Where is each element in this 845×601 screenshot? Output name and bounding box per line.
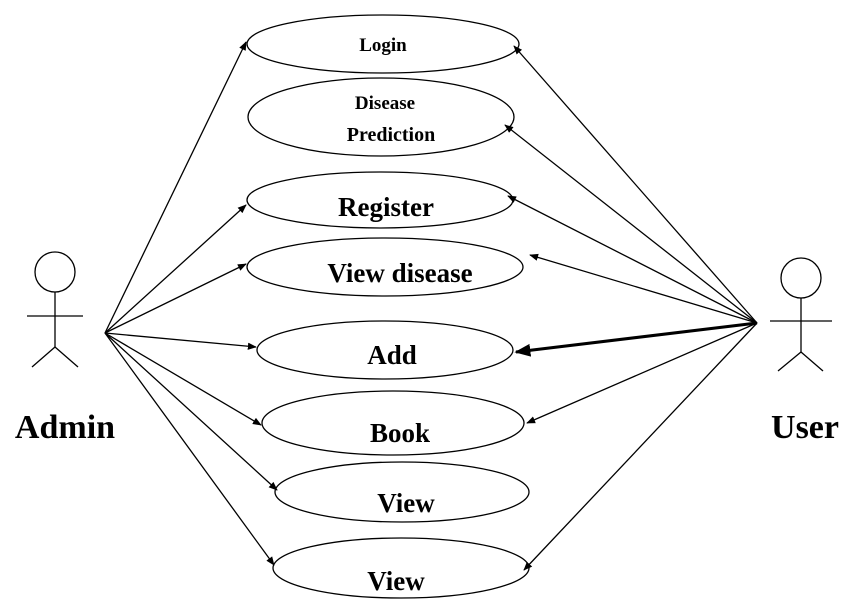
use-case-add-ellipse: [256, 320, 514, 380]
user-to-login-arrow: [513, 45, 758, 324]
use-case-disease-prediction-ellipse: [247, 77, 515, 157]
use-case-view-2: View: [272, 537, 530, 599]
admin-head: [34, 251, 76, 293]
user-to-add-arrow: [514, 321, 758, 357]
user-leg-right: [800, 351, 824, 372]
use-case-view-1: View: [274, 461, 530, 523]
use-case-register-label: Register: [338, 192, 434, 222]
use-case-view-1-label: View: [377, 488, 435, 518]
admin-to-login-arrow: [104, 41, 247, 334]
use-case-book-label: Book: [370, 418, 430, 448]
user-label: User: [771, 409, 839, 446]
use-case-add-label: Add: [367, 340, 417, 370]
use-case-disease-prediction: Disease Prediction: [247, 77, 515, 157]
admin-to-view-1-arrow: [104, 332, 278, 491]
admin-to-add-arrow: [104, 332, 257, 350]
admin-leg-right: [54, 346, 79, 368]
use-case-login-label: Login: [359, 35, 407, 56]
use-case-login-ellipse: [246, 14, 520, 74]
use-case-add: Add: [256, 320, 514, 380]
admin-to-view-2-arrow: [104, 332, 275, 566]
use-case-login: Login: [246, 14, 520, 74]
use-case-view-2-label: View: [367, 566, 425, 596]
admin-actor: Admin: [15, 251, 115, 446]
use-case-book-ellipse: [261, 390, 525, 456]
user-to-book-arrow: [526, 322, 758, 424]
admin-label: Admin: [15, 409, 115, 446]
user-leg-left: [777, 351, 802, 372]
admin-to-register-arrow: [104, 204, 247, 334]
user-to-view-2-arrow: [523, 322, 758, 571]
use-case-register: Register: [246, 171, 514, 229]
use-case-view-disease-label: View disease: [327, 258, 472, 288]
admin-associations: [104, 41, 278, 566]
use-case-disease-prediction-line2: Prediction: [347, 124, 436, 146]
user-associations: [504, 45, 758, 571]
use-case-disease-prediction-line1: Disease: [355, 93, 415, 114]
use-case-view-disease: View disease: [246, 237, 524, 297]
user-actor: User: [770, 257, 839, 446]
user-to-disease-prediction-arrow: [504, 124, 758, 324]
user-to-register-arrow: [507, 195, 758, 324]
user-head: [780, 257, 822, 299]
use-case-book: Book: [261, 390, 525, 456]
use-case-view-disease-ellipse: [246, 237, 524, 297]
use-case-view-1-ellipse: [274, 461, 530, 523]
user-to-view-disease-arrow: [529, 253, 758, 324]
admin-to-book-arrow: [104, 332, 262, 426]
admin-leg-left: [31, 346, 56, 368]
admin-to-view-disease-arrow: [104, 263, 247, 334]
